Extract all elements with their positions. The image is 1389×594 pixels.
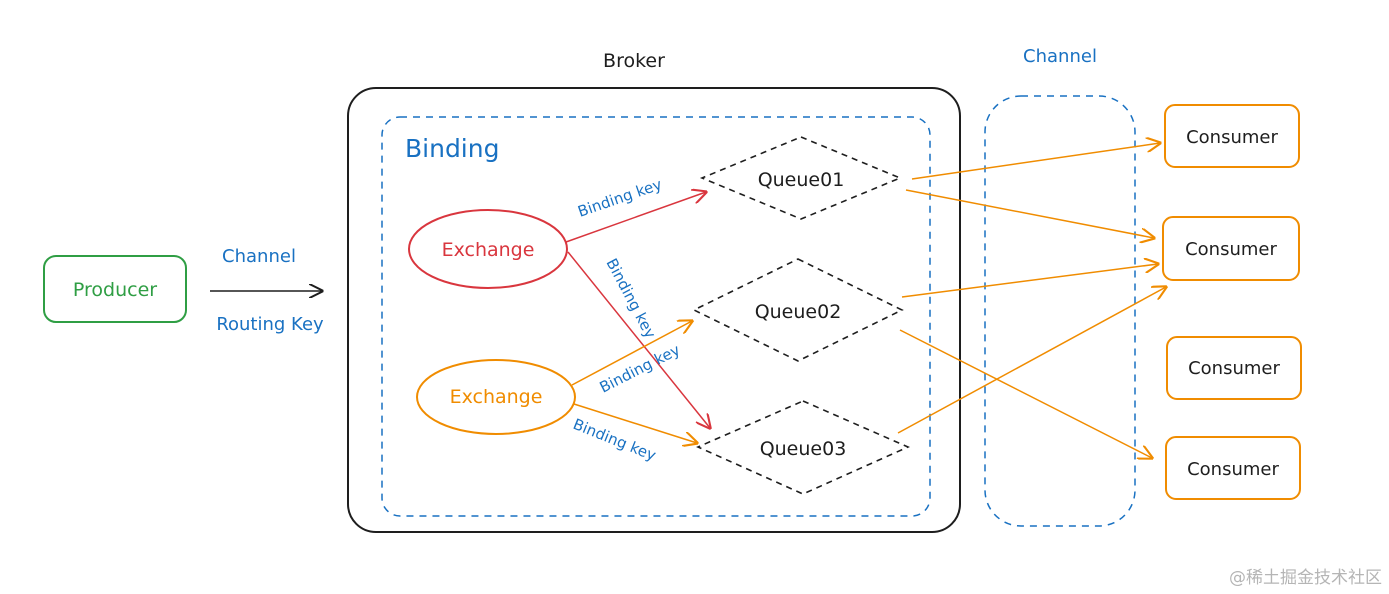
consumer-box-1 [1164, 104, 1300, 168]
consumer-box-4 [1165, 436, 1301, 500]
consumer-label-4: Consumer [1187, 459, 1279, 480]
binding-key-label-1: Binding key [575, 175, 664, 221]
queue02-shape [692, 258, 904, 362]
delivery-queue03-to-consumer2 [897, 287, 1166, 434]
consumer-channel-region [984, 95, 1136, 527]
binding-red-to-queue03 [567, 251, 710, 428]
delivery-queue02-to-consumer2 [901, 264, 1158, 298]
consumer-label-1: Consumer [1186, 127, 1278, 148]
queue01-shape [699, 136, 903, 220]
consumer-label-2: Consumer [1185, 239, 1277, 260]
consumer-channel-label: Channel [1023, 46, 1097, 67]
delivery-queue01-to-consumer1 [911, 143, 1160, 180]
queue02-label: Queue02 [755, 301, 842, 323]
binding-orange-to-queue02 [571, 321, 692, 386]
binding-key-label-4: Binding key [571, 415, 659, 465]
consumer-label-3: Consumer [1188, 358, 1280, 379]
delivery-queue02-to-consumer4 [899, 329, 1152, 458]
routing-key-label: Routing Key [216, 314, 324, 335]
exchange-red [408, 209, 568, 289]
broker-box [347, 87, 961, 533]
consumer-box-2 [1162, 216, 1300, 281]
queue01-label: Queue01 [758, 169, 845, 191]
consumer-box-3 [1166, 336, 1302, 400]
delivery-queue01-to-consumer2 [905, 189, 1154, 238]
binding-label: Binding [405, 134, 499, 163]
exchange-red-label: Exchange [442, 239, 535, 261]
watermark: @稀土掘金技术社区 [1229, 568, 1382, 588]
binding-red-to-queue01 [565, 192, 706, 243]
producer-channel-label: Channel [222, 246, 296, 267]
broker-label: Broker [603, 50, 665, 72]
queue03-label: Queue03 [760, 438, 847, 460]
exchange-orange [416, 359, 576, 435]
binding-key-label-2: Binding key [602, 255, 659, 341]
producer-label: Producer [73, 279, 157, 301]
binding-orange-to-queue03 [573, 403, 697, 443]
binding-region [381, 116, 931, 517]
exchange-orange-label: Exchange [450, 386, 543, 408]
producer-box [43, 255, 187, 323]
